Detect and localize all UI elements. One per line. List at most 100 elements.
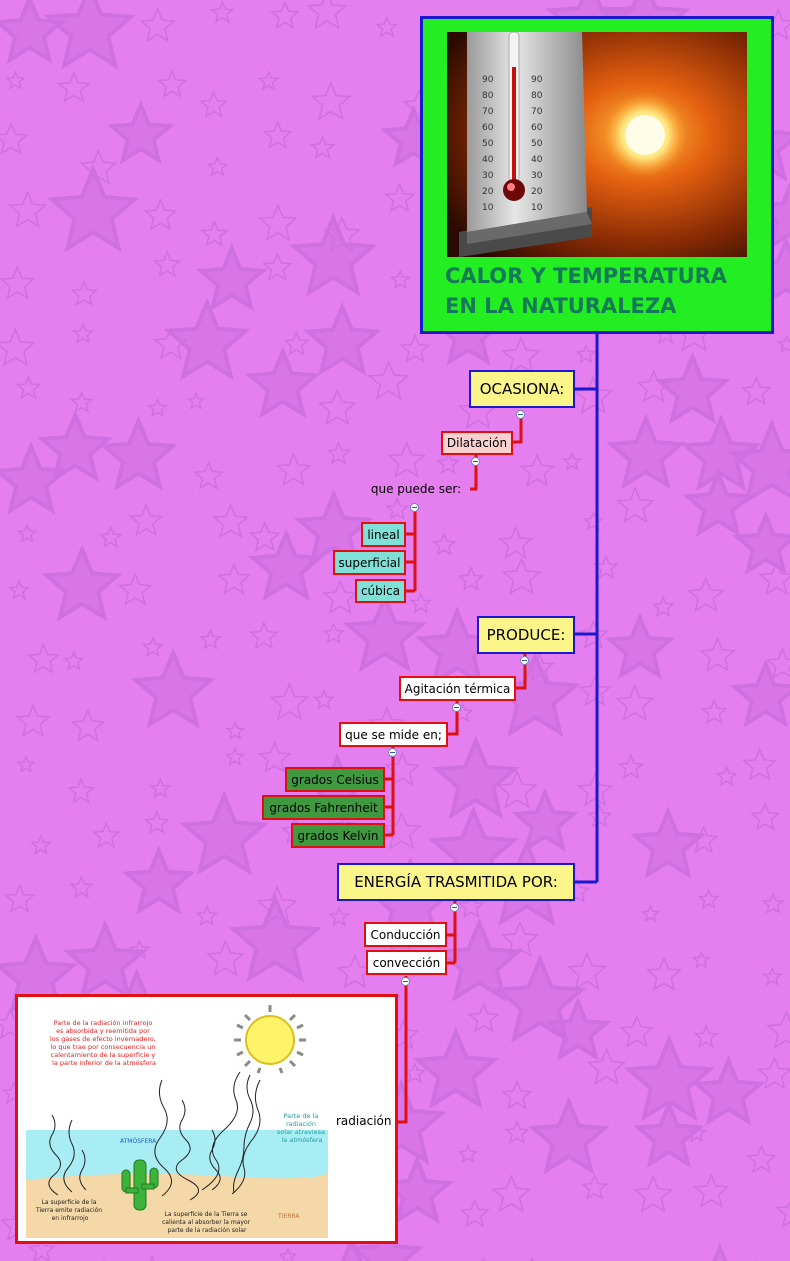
star-icon (435, 917, 524, 1002)
thermo-tick-label: 70 (482, 107, 494, 117)
star-icon (224, 720, 246, 740)
star-icon (248, 520, 281, 552)
rad-text-left: Parte de la radiación infrarrojo es abso… (50, 1019, 158, 1067)
collapse-toggle-icon[interactable] (388, 748, 397, 757)
star-icon (497, 525, 534, 559)
star-icon (740, 375, 772, 406)
collapse-toggle-icon[interactable] (516, 410, 525, 419)
star-icon (693, 1024, 719, 1048)
collapse-toggle-icon[interactable] (452, 703, 461, 712)
node-conveccion[interactable]: convección (366, 950, 447, 975)
star-icon (328, 905, 350, 927)
star-icon (92, 821, 121, 849)
node-superficial[interactable]: superficial (333, 550, 406, 575)
star-icon (687, 576, 725, 613)
collapse-toggle-icon[interactable] (471, 457, 480, 466)
node-grados-fahrenheit[interactable]: grados Fahrenheit (262, 795, 385, 820)
star-icon (544, 996, 612, 1061)
collapse-toggle-icon[interactable] (520, 656, 529, 665)
star-icon (16, 523, 38, 543)
star-icon (106, 100, 175, 165)
star-icon (746, 1144, 777, 1174)
star-icon (139, 7, 176, 43)
star-icon (578, 674, 612, 707)
collapse-toggle-icon[interactable] (401, 977, 410, 986)
star-icon (645, 956, 683, 992)
star-icon (577, 619, 609, 650)
node-cubica[interactable]: cúbica (355, 579, 406, 603)
thermo-tick-label: 10 (531, 203, 543, 213)
star-icon (617, 753, 645, 780)
star-icon (686, 1122, 707, 1143)
star-icon (367, 360, 410, 400)
star-icon (193, 460, 224, 490)
thermo-tick-label: 60 (531, 123, 543, 133)
star-icon (403, 1061, 426, 1084)
star-icon (210, 0, 235, 24)
star-icon (262, 120, 293, 149)
star-icon (580, 1173, 609, 1200)
star-icon (4, 69, 26, 90)
star-icon (399, 333, 431, 363)
thermo-tick-label: 50 (482, 139, 494, 149)
node-grados-celsius[interactable]: grados Celsius (285, 767, 385, 792)
star-icon (566, 951, 608, 990)
branch-produce[interactable]: PRODUCE: (477, 616, 575, 654)
node-dilatacion[interactable]: Dilatación (441, 431, 513, 455)
thermo-tick-label: 80 (531, 91, 543, 101)
star-icon (199, 628, 222, 650)
star-icon (7, 190, 48, 228)
star-icon (501, 1079, 533, 1110)
star-icon (199, 90, 229, 118)
node-que-se-mide-en[interactable]: que se mide en; (339, 722, 448, 747)
node-agitacion-termica[interactable]: Agitación térmica (399, 676, 516, 701)
star-icon (762, 966, 783, 986)
collapse-toggle-icon[interactable] (450, 903, 459, 912)
star-icon (143, 197, 178, 231)
star-icon (340, 1234, 363, 1261)
rad-text-bottom-left: La superficie de la Tierra emite radiaci… (35, 1199, 104, 1222)
star-icon (561, 451, 583, 471)
star-icon (750, 801, 781, 831)
star-icon (321, 579, 359, 614)
star-icon (41, 544, 123, 622)
thermo-tick-label: 10 (482, 203, 494, 213)
star-icon (697, 887, 720, 910)
star-icon (317, 388, 357, 426)
star-icon (224, 746, 246, 767)
star-icon (501, 556, 542, 595)
star-icon (43, 0, 136, 70)
thermometer-sun-image: 90 80 70 60 50 40 30 20 10 90 80 70 60 5… (447, 32, 747, 257)
star-icon (496, 769, 538, 809)
collapse-toggle-icon[interactable] (410, 503, 419, 512)
node-grados-kelvin[interactable]: grados Kelvin (291, 823, 385, 848)
thermo-tick-label: 30 (482, 171, 494, 181)
star-icon (200, 219, 229, 247)
greenhouse-effect-diagram: Parte de la radiación infrarrojo es abso… (22, 1000, 332, 1238)
star-icon (98, 525, 123, 549)
branch-energia-trasmitida[interactable]: ENERGÍA TRASMITIDA POR: (337, 863, 575, 901)
star-icon (152, 250, 182, 278)
star-icon (212, 503, 250, 539)
star-icon (141, 635, 164, 658)
thermo-tick-label: 90 (531, 75, 543, 85)
star-icon (619, 1014, 655, 1048)
star-icon (582, 510, 604, 531)
star-icon (504, 1119, 530, 1144)
star-icon (501, 335, 542, 374)
star-icon (387, 440, 426, 478)
node-que-puede-ser[interactable]: que puede ser: (370, 482, 462, 496)
main-spine (574, 334, 599, 884)
star-icon (128, 938, 151, 960)
star-icon (691, 1055, 766, 1126)
node-lineal[interactable]: lineal (361, 522, 406, 547)
star-icon (15, 703, 51, 738)
star-icon (16, 754, 36, 773)
star-icon (258, 203, 298, 242)
star-icon (519, 453, 555, 487)
star-icon (691, 950, 711, 969)
star-icon (117, 572, 153, 606)
node-conduccion[interactable]: Conducción (364, 922, 447, 947)
star-icon (605, 413, 686, 490)
branch-ocasiona[interactable]: OCASIONA: (469, 370, 575, 408)
